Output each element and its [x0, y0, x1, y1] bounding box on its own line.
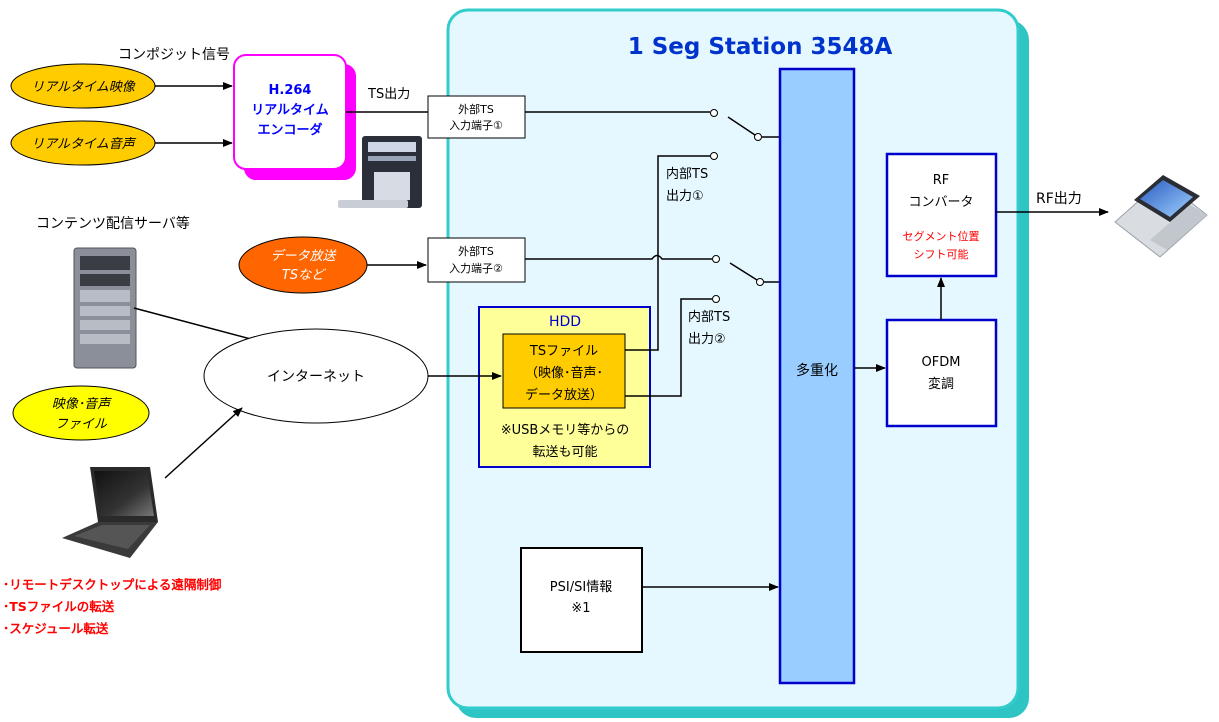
hdd-note-line-1: ※USBメモリ等からの	[501, 422, 630, 438]
mux-box	[778, 67, 856, 685]
remote-note-2: ･TSファイルの転送	[3, 599, 115, 614]
realtime-audio-label: リアルタイム音声	[31, 136, 137, 152]
server-to-internet	[133, 307, 263, 344]
av-file-ellipse	[12, 385, 150, 441]
ts-file-line-3: データ放送）	[525, 387, 603, 403]
ofdm-box	[885, 318, 998, 428]
encoder-line-2: リアルタイム	[251, 103, 329, 118]
switch1-ext-terminal	[710, 109, 718, 117]
ts-file-line-2: （映像･音声･	[525, 365, 603, 381]
ext-ts2-box	[427, 237, 526, 283]
desktop-pc-icon	[338, 136, 422, 208]
mobile-tv-phone-icon	[1114, 175, 1208, 258]
encoder-line-3: エンコーダ	[257, 122, 322, 138]
ofdm-line-2: 変調	[928, 376, 954, 392]
switch2-blade	[729, 262, 758, 281]
ofdm-line-1: OFDM	[922, 355, 961, 370]
ext-ts1-box	[427, 95, 526, 139]
rf-box	[885, 152, 998, 278]
data-broadcast-line-2: TSなど	[282, 268, 326, 283]
remote-note-1: ･リモートデスクトップによる遠隔制御	[3, 577, 222, 592]
av-file-line-2: ファイル	[55, 417, 108, 432]
ext-ts1-line-2: 入力端子①	[449, 119, 503, 132]
hdd-note-line-2: 転送も可能	[532, 445, 597, 460]
int-ts1-line-1: 内部TS	[666, 166, 708, 182]
data-broadcast-line-1: データ放送	[270, 248, 337, 264]
psi-si-line-2: ※1	[571, 601, 590, 616]
mux-label: 多重化	[796, 362, 838, 379]
int-ts1-line-2: 出力①	[666, 189, 704, 204]
content-server-label: コンテンツ配信サーバ等	[36, 215, 190, 232]
ts-file-box	[502, 333, 626, 409]
data-broadcast-ellipse	[238, 236, 368, 294]
psi-si-line-1: PSI/SI情報	[550, 580, 612, 595]
switch2-ext-terminal	[712, 255, 720, 263]
composite-label: コンポジット信号	[118, 47, 230, 63]
switch1-common-terminal	[754, 133, 762, 141]
ext-ts2-to-switch2	[525, 254, 712, 260]
switch2-int-terminal	[712, 295, 720, 303]
remote-note-3: ･スケジュール転送	[3, 621, 109, 636]
int-ts2-line-1: 内部TS	[688, 309, 730, 325]
station-panel	[446, 8, 1020, 710]
ext-ts2-line-1: 外部TS	[458, 244, 494, 258]
av-file-line-1: 映像･音声	[52, 396, 113, 412]
hdd-title: HDD	[549, 314, 581, 330]
realtime-video-label: リアルタイム映像	[31, 80, 136, 95]
switch1-int-terminal	[710, 152, 718, 160]
switch2-common-terminal	[756, 278, 764, 286]
station-title: 1 Seg Station 3548A	[628, 34, 893, 60]
laptop-icon	[62, 467, 158, 558]
rf-output-label: RF出力	[1036, 191, 1082, 207]
server-rack-icon	[73, 247, 137, 369]
switch1-blade	[727, 116, 756, 136]
internet-label: インターネット	[267, 369, 365, 385]
tsfile-to-int-ts1	[625, 155, 710, 351]
laptop-to-internet	[164, 407, 243, 479]
ext-ts2-line-2: 入力端子②	[449, 262, 503, 275]
tsfile-to-int-ts2	[625, 298, 712, 397]
rf-line-2: コンバータ	[908, 195, 973, 210]
int-ts2-line-2: 出力②	[688, 332, 726, 347]
ts-file-line-1: TSファイル	[529, 344, 598, 359]
rf-line-1: RF	[933, 173, 950, 188]
psi-si-box	[520, 547, 643, 653]
ext-ts1-line-1: 外部TS	[458, 102, 494, 116]
rf-note-line-1: セグメント位置	[903, 229, 980, 243]
ts-output-label: TS出力	[367, 87, 410, 102]
rf-note-line-2: シフト可能	[914, 247, 969, 261]
encoder-line-1: H.264	[269, 83, 312, 98]
